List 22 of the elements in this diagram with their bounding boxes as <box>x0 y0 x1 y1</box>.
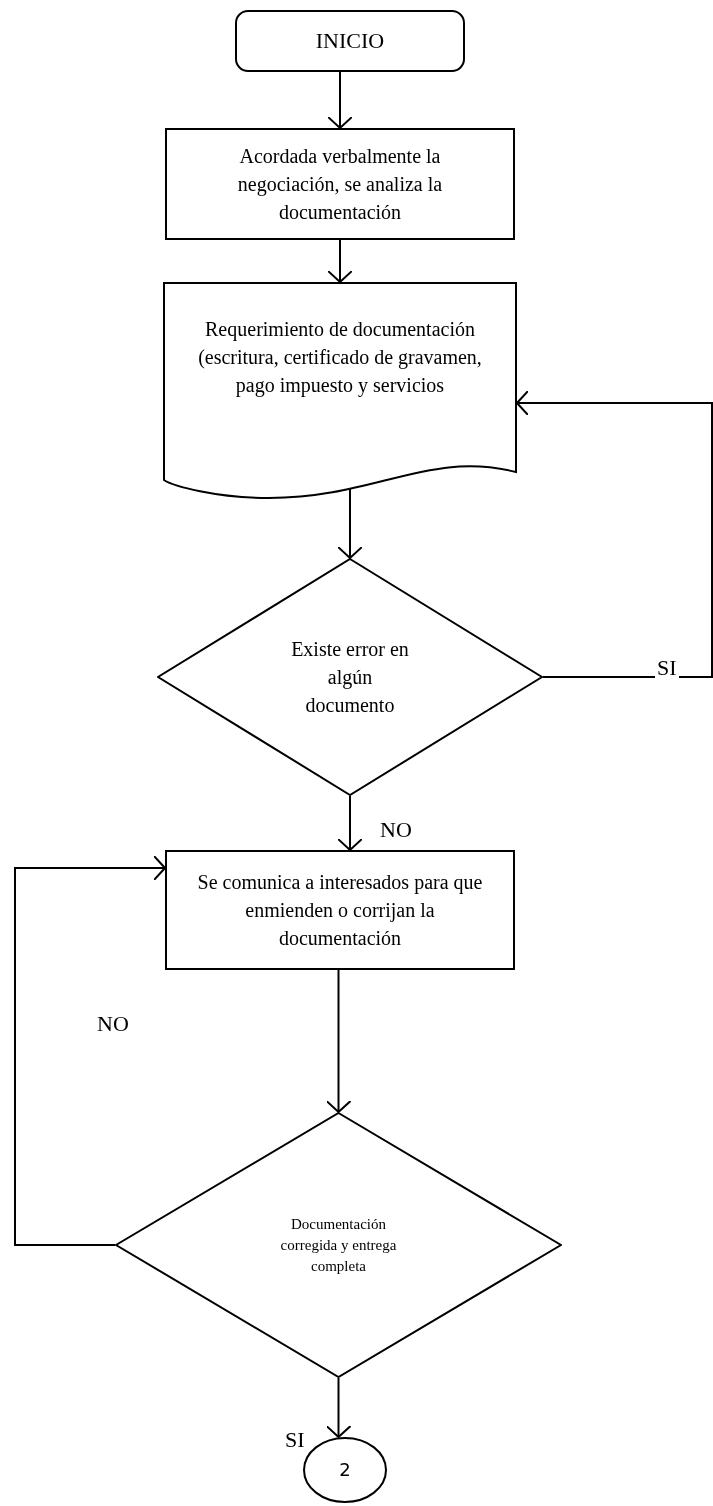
arrow <box>337 795 363 851</box>
arrow <box>14 855 166 1246</box>
start-terminal <box>235 10 465 72</box>
decision-diamond <box>115 1112 562 1378</box>
node-text: Acordada verbalmente la negociación, se analiza la documentación <box>236 144 444 225</box>
document-shape <box>163 282 517 500</box>
connector-circle <box>303 1437 387 1503</box>
process-box <box>165 850 515 970</box>
arrow <box>327 71 353 129</box>
node-text: INICIO <box>315 26 385 55</box>
arrow <box>325 1377 352 1438</box>
arrow <box>327 239 353 283</box>
node-text: Existe error en algún documento <box>290 637 410 718</box>
node-text: Se comunica a interesados para que enmienden o corrijan la documentación <box>196 870 484 951</box>
node-text: Documentación corregida y entrega completa <box>279 1214 398 1276</box>
arrow <box>337 487 363 559</box>
decision-diamond <box>157 558 543 796</box>
process-box <box>165 128 515 240</box>
arrow <box>325 969 352 1113</box>
arrow <box>516 390 713 678</box>
node-text: 2 <box>339 1458 351 1483</box>
node-text: Requerimiento de documentación (escritura, certificado de gravamen, pago impuesto y servicios <box>197 317 483 399</box>
